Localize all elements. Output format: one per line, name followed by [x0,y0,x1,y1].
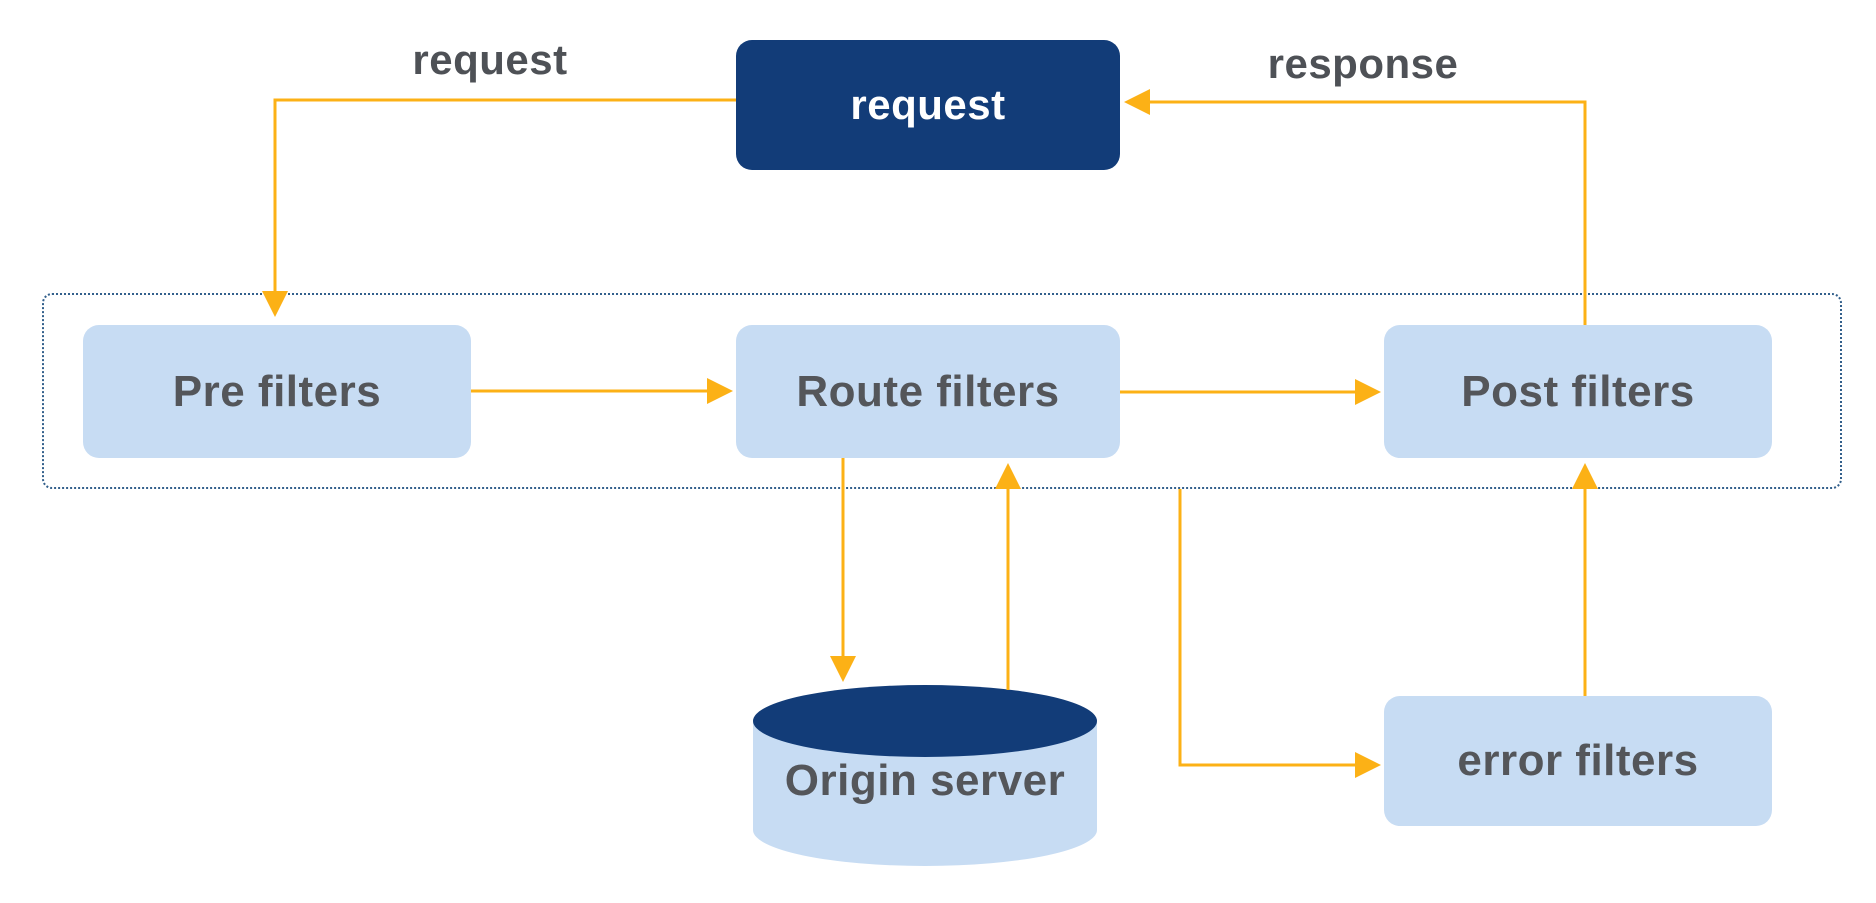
route-filters-node: Route filters [736,325,1120,458]
cylinder-body [753,721,1097,866]
post-filters-node: Post filters [1384,325,1772,458]
edge-container-to-errorfilters [1178,489,1381,778]
request-node: request [736,40,1120,170]
edge-postfilters-to-request [1124,89,1587,325]
response-edge-label: response [1267,40,1459,87]
error-filters-node: error filters [1384,696,1772,826]
filter-container-box [42,293,1842,489]
origin-server-label: Origin server [784,756,1066,805]
edge-request-to-prefilters [262,98,736,317]
pre-filters-node: Pre filters [83,325,471,458]
request-edge-label: request [412,36,568,83]
origin-server-cylinder [753,685,1097,866]
cylinder-top [753,685,1097,757]
